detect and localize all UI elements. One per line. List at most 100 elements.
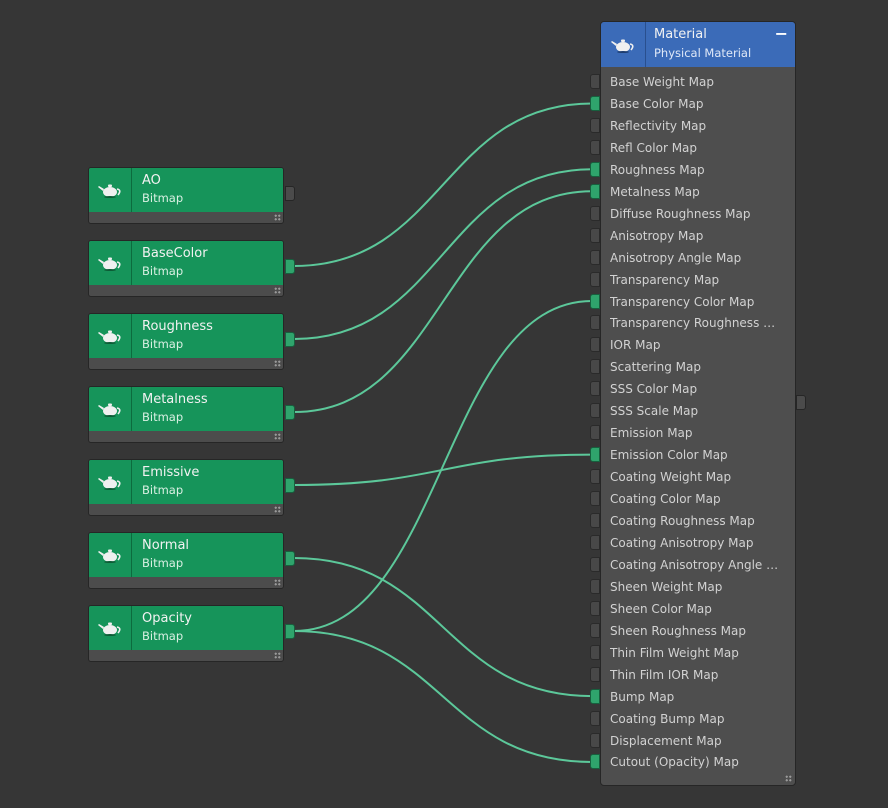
material-input-port[interactable] (590, 534, 600, 550)
material-input-row[interactable]: Roughness Map (610, 162, 705, 177)
bitmap-node-header[interactable]: BaseColor Bitmap (89, 241, 283, 285)
material-input-row[interactable]: Transparency Roughness Map (610, 316, 780, 331)
material-input-row[interactable]: Cutout (Opacity) Map (610, 755, 739, 770)
connection-wire[interactable] (293, 168, 593, 340)
material-input-row[interactable]: Base Color Map (610, 96, 704, 111)
material-input-row[interactable]: SSS Color Map (610, 382, 698, 397)
resize-grip-icon[interactable] (274, 506, 281, 513)
bitmap-node-ao[interactable]: AO Bitmap (88, 167, 295, 224)
material-input-row[interactable]: Anisotropy Map (610, 228, 704, 243)
resize-grip-icon[interactable] (274, 433, 281, 440)
material-input-port[interactable] (590, 578, 600, 594)
material-input-port[interactable] (590, 600, 600, 616)
material-input-port[interactable] (590, 666, 600, 682)
material-output-port[interactable] (796, 395, 806, 410)
bitmap-node-header[interactable]: AO Bitmap (89, 168, 283, 212)
bitmap-output-port[interactable] (285, 259, 295, 274)
bitmap-node-opacity[interactable]: Opacity Bitmap (88, 605, 295, 662)
bitmap-node-basecolor[interactable]: BaseColor Bitmap (88, 240, 295, 297)
bitmap-node-header[interactable]: Opacity Bitmap (89, 606, 283, 650)
bitmap-output-port[interactable] (285, 624, 295, 639)
bitmap-node-metalness[interactable]: Metalness Bitmap (88, 386, 295, 443)
material-input-row[interactable]: Thin Film Weight Map (610, 645, 739, 660)
material-input-port[interactable] (590, 359, 600, 375)
material-input-row[interactable]: Coating Anisotropy Map (610, 535, 754, 550)
material-input-row[interactable]: Coating Color Map (610, 492, 721, 507)
material-input-port[interactable] (590, 732, 600, 748)
material-input-port[interactable] (590, 293, 600, 309)
material-input-row[interactable]: Coating Weight Map (610, 470, 732, 485)
resize-grip-icon[interactable] (274, 214, 281, 221)
material-input-row[interactable]: Metalness Map (610, 184, 700, 199)
bitmap-node-header[interactable]: Metalness Bitmap (89, 387, 283, 431)
resize-grip-icon[interactable] (274, 652, 281, 659)
material-input-port[interactable] (590, 447, 600, 463)
material-input-row[interactable]: Transparency Map (610, 272, 720, 287)
material-input-row[interactable]: IOR Map (610, 338, 661, 353)
material-input-row[interactable]: Scattering Map (610, 360, 701, 375)
bitmap-output-port[interactable] (285, 405, 295, 420)
material-input-port[interactable] (590, 95, 600, 111)
collapse-button[interactable]: − (774, 24, 788, 43)
material-input-port[interactable] (590, 139, 600, 155)
material-input-row[interactable]: Coating Anisotropy Angle Map (610, 557, 780, 572)
material-input-port[interactable] (590, 425, 600, 441)
material-input-row[interactable]: Coating Bump Map (610, 711, 725, 726)
material-input-row[interactable]: Sheen Roughness Map (610, 623, 747, 638)
material-input-port[interactable] (590, 469, 600, 485)
material-input-port[interactable] (590, 249, 600, 265)
bitmap-node-emissive[interactable]: Emissive Bitmap (88, 459, 295, 516)
bitmap-output-port[interactable] (285, 478, 295, 493)
material-input-port[interactable] (590, 556, 600, 572)
material-input-row[interactable]: Sheen Color Map (610, 601, 712, 616)
connection-wire[interactable] (293, 300, 593, 632)
material-input-port[interactable] (590, 403, 600, 419)
material-input-port[interactable] (590, 271, 600, 287)
material-input-row[interactable]: Emission Map (610, 426, 693, 441)
bitmap-node-normal[interactable]: Normal Bitmap (88, 532, 295, 589)
material-input-port[interactable] (590, 644, 600, 660)
connection-wire[interactable] (293, 190, 593, 413)
material-input-port[interactable] (590, 337, 600, 353)
material-input-port[interactable] (590, 183, 600, 199)
material-input-port[interactable] (590, 710, 600, 726)
material-node-header[interactable]: Material Physical Material − (601, 22, 795, 67)
material-input-row[interactable]: Reflectivity Map (610, 118, 707, 133)
material-input-port[interactable] (590, 161, 600, 177)
material-input-row[interactable]: SSS Scale Map (610, 404, 699, 419)
material-input-port[interactable] (590, 315, 600, 331)
material-input-port[interactable] (590, 513, 600, 528)
resize-grip-icon[interactable] (274, 579, 281, 586)
material-input-port[interactable] (590, 381, 600, 397)
bitmap-output-port[interactable] (285, 551, 295, 566)
material-input-port[interactable] (590, 74, 600, 89)
resize-grip-icon[interactable] (274, 287, 281, 294)
material-input-port[interactable] (590, 688, 600, 704)
material-input-port[interactable] (590, 227, 600, 243)
material-input-row[interactable]: Base Weight Map (610, 75, 714, 89)
material-input-row[interactable]: Transparency Color Map (610, 294, 755, 309)
resize-grip-icon[interactable] (274, 360, 281, 367)
material-input-row[interactable]: Displacement Map (610, 733, 722, 748)
material-input-port[interactable] (590, 491, 600, 507)
connection-wire[interactable] (293, 557, 593, 698)
material-input-port[interactable] (590, 754, 600, 770)
connection-wire[interactable] (293, 630, 593, 763)
material-input-row[interactable]: Thin Film IOR Map (610, 667, 719, 682)
material-input-row[interactable]: Refl Color Map (610, 140, 698, 155)
bitmap-node-header[interactable]: Roughness Bitmap (89, 314, 283, 358)
bitmap-node-header[interactable]: Emissive Bitmap (89, 460, 283, 504)
material-input-port[interactable] (590, 205, 600, 221)
material-input-row[interactable]: Diffuse Roughness Map (610, 206, 751, 221)
physical-material-node[interactable]: Material Physical Material − Base Weight… (600, 21, 796, 786)
bitmap-node-header[interactable]: Normal Bitmap (89, 533, 283, 577)
bitmap-output-port[interactable] (285, 186, 295, 201)
connection-wire[interactable] (293, 453, 593, 486)
material-input-row[interactable]: Coating Roughness Map (610, 514, 755, 528)
bitmap-output-port[interactable] (285, 332, 295, 347)
material-input-row[interactable]: Emission Color Map (610, 448, 728, 463)
material-input-row[interactable]: Bump Map (610, 689, 675, 704)
material-input-port[interactable] (590, 117, 600, 133)
material-input-port[interactable] (590, 622, 600, 638)
